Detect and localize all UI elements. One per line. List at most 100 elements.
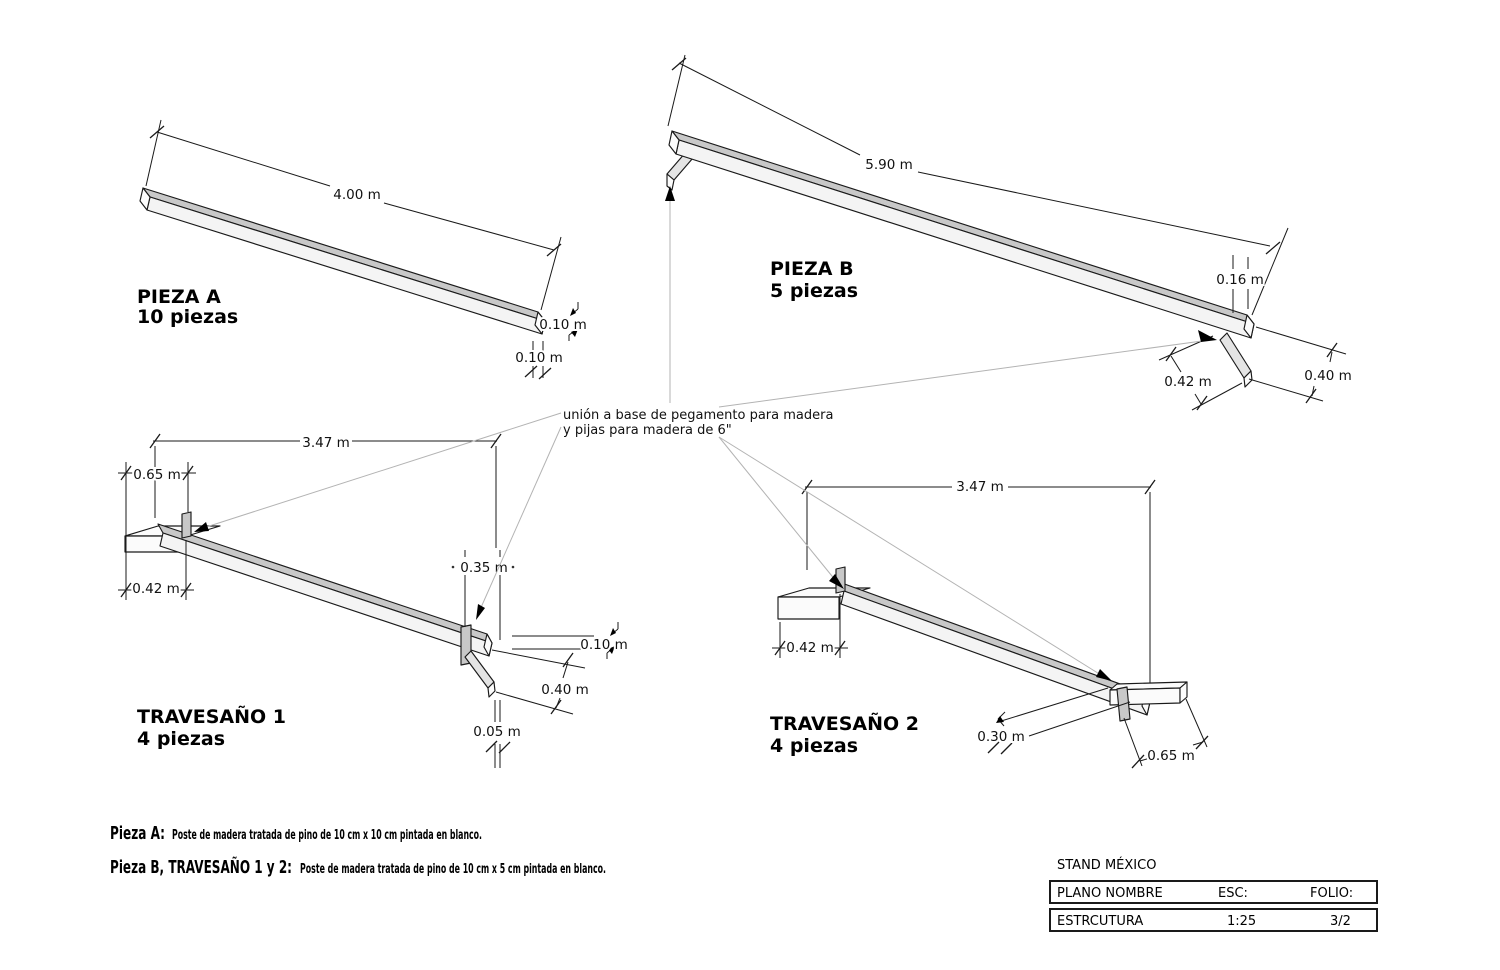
dim-left-label: 0.42 m (786, 640, 834, 656)
plano-value: ESTRCUTURA (1057, 914, 1143, 929)
tab-cap (1243, 370, 1253, 388)
beam-front-face (159, 532, 493, 657)
pieza-b-dim-length: 5.90 m (667, 54, 1289, 316)
title-block: STAND MÉXICO PLANO NOMBRE ESC: FOLIO: ES… (1049, 857, 1378, 932)
t2-dim-tab-offset: 0.30 m (975, 687, 1131, 755)
dim-tab-length-label: 0.40 m (541, 682, 589, 698)
beam-left-cap (668, 130, 680, 155)
leader-to-pieza-b-right (718, 340, 1203, 408)
t1-dim-left-bottom: 0.42 m (118, 540, 194, 600)
tab-face (464, 650, 495, 689)
t2-dim-left: 0.42 m (772, 594, 848, 658)
dim-length-label: 5.90 m (865, 157, 913, 173)
t1-beam (157, 523, 493, 657)
leader-to-t1-right (478, 426, 562, 613)
travesano-2-title: TRAVESAÑO 2 (770, 711, 919, 735)
t1-dim-notch: 0.35 m (451, 550, 515, 640)
beam-top-face (157, 523, 493, 644)
dim-end-width-label: 0.16 m (1216, 272, 1264, 288)
travesano-2-count: 4 piezas (770, 735, 858, 757)
thickness-arrow-top (570, 308, 576, 316)
travesano-1-count: 4 piezas (137, 728, 225, 750)
dim-left-top-label: 0.65 m (133, 467, 181, 483)
pieza-a-beam (139, 187, 546, 335)
dim-tab-gap-label: 0.05 m (473, 724, 521, 740)
tab-face (1219, 332, 1252, 379)
footnote-b-text: Poste de madera tratada de pino de 10 cm… (300, 862, 606, 877)
beam-top-face (838, 581, 1151, 703)
pieza-b-beam (668, 130, 1255, 339)
dim-tab-offset-label: 0.30 m (977, 729, 1025, 745)
dim-length-label: 3.47 m (302, 435, 350, 451)
pieza-a-drawing: 4.00 m 0.10 m 0.10 m PIEZA A 10 piezas (137, 119, 589, 380)
dim-tab-length-label: 0.40 m (1304, 368, 1352, 384)
beam-right-cap (534, 311, 546, 335)
esc-value: 1:25 (1227, 914, 1256, 929)
pieza-b-dim-end-width: 0.16 m (1214, 255, 1266, 313)
junction-arrow-t1-right (476, 604, 485, 620)
junction-arrow-t2-right (1096, 669, 1112, 681)
dim-tab-length-label: 0.65 m (1147, 748, 1195, 764)
pieza-b-title: PIEZA B (770, 258, 854, 280)
tab-cap (487, 681, 496, 698)
pieza-a-count: 10 piezas (137, 306, 238, 328)
dim-width-label: 0.10 m (515, 350, 563, 366)
tab-cap (666, 173, 675, 191)
folio-value: 3/2 (1330, 914, 1351, 929)
t2-dim-tab-length: 0.65 m (1123, 698, 1209, 769)
pieza-b-dim-tab-offset: 0.42 m (1158, 335, 1243, 411)
dim-length-label: 4.00 m (333, 187, 381, 203)
beam-top-face (671, 130, 1255, 325)
travesano-1-title: TRAVESAÑO 1 (137, 704, 286, 728)
t1-dim-thickness: 0.10 m (512, 622, 630, 659)
t2-dim-length: 3.47 m (801, 477, 1156, 683)
footnote-b-label: Pieza B, TRAVESAÑO 1 y 2: (110, 855, 292, 878)
union-note-line1: unión a base de pegamento para madera (563, 408, 833, 423)
board-right-cap (1179, 681, 1188, 704)
junction-arrow-t2-left (829, 574, 844, 589)
thickness-arrow-bottom (608, 646, 615, 654)
union-note-line2: y pijas para madera de 6" (563, 423, 732, 438)
footnotes: Pieza A: Poste de madera tratada de pino… (110, 823, 606, 878)
t1-dim-tab-gap: 0.05 m (471, 700, 523, 768)
t1-dim-tab-length: 0.40 m (491, 649, 591, 715)
project-title: STAND MÉXICO (1057, 857, 1156, 873)
pieza-b-dim-tab-length: 0.40 m (1248, 326, 1354, 404)
esc-header: ESC: (1218, 886, 1248, 901)
dim-left-bottom-label: 0.42 m (132, 581, 180, 597)
t1-angled-tab (464, 650, 496, 698)
footnote-a-text: Poste de madera tratada de pino de 10 cm… (172, 828, 482, 843)
beam-right-cap (483, 633, 493, 657)
pieza-a-dim-width: 0.10 m (513, 341, 565, 380)
notch-dot-right (511, 565, 515, 569)
t1-dim-length: 3.47 m (149, 433, 502, 548)
pieza-a-title: PIEZA A (137, 286, 221, 308)
beam-front-face (675, 139, 1255, 339)
notch-dot-left (451, 565, 455, 569)
pieza-b-count: 5 piezas (770, 280, 858, 302)
leader-to-t2-left (718, 436, 837, 582)
pieza-b-right-tab (1219, 332, 1253, 388)
t1-left-tab (181, 511, 192, 539)
folio-header: FOLIO: (1310, 886, 1353, 901)
junction-arrow-pieza-b-right (1198, 330, 1217, 342)
title-block-value-row (1049, 908, 1378, 932)
plano-header: PLANO NOMBRE (1057, 886, 1163, 901)
dim-height-label: 0.10 m (539, 317, 587, 333)
thickness-arrow-top (610, 628, 616, 636)
pieza-a-dim-height: 0.10 m (537, 302, 589, 341)
junction-arrow-t1-left (194, 522, 209, 532)
beam-left-cap (139, 187, 151, 211)
travesano-2-drawing: 3.47 m 0.42 m 0.30 m (770, 477, 1209, 769)
dim-length-label: 3.47 m (956, 479, 1004, 495)
pieza-b-drawing: 5.90 m 0.16 m 0.42 m 0.40 m PIE (666, 54, 1354, 411)
union-note: unión a base de pegamento para madera y … (194, 186, 1217, 681)
pieza-a-dim-length: 4.00 m (145, 119, 562, 311)
thickness-arrow-bottom (571, 329, 578, 337)
board-front-face (777, 596, 840, 620)
leader-to-t1-left (199, 412, 562, 530)
title-block-header-row (1049, 880, 1378, 904)
dim-tab-offset-label: 0.42 m (1164, 374, 1212, 390)
